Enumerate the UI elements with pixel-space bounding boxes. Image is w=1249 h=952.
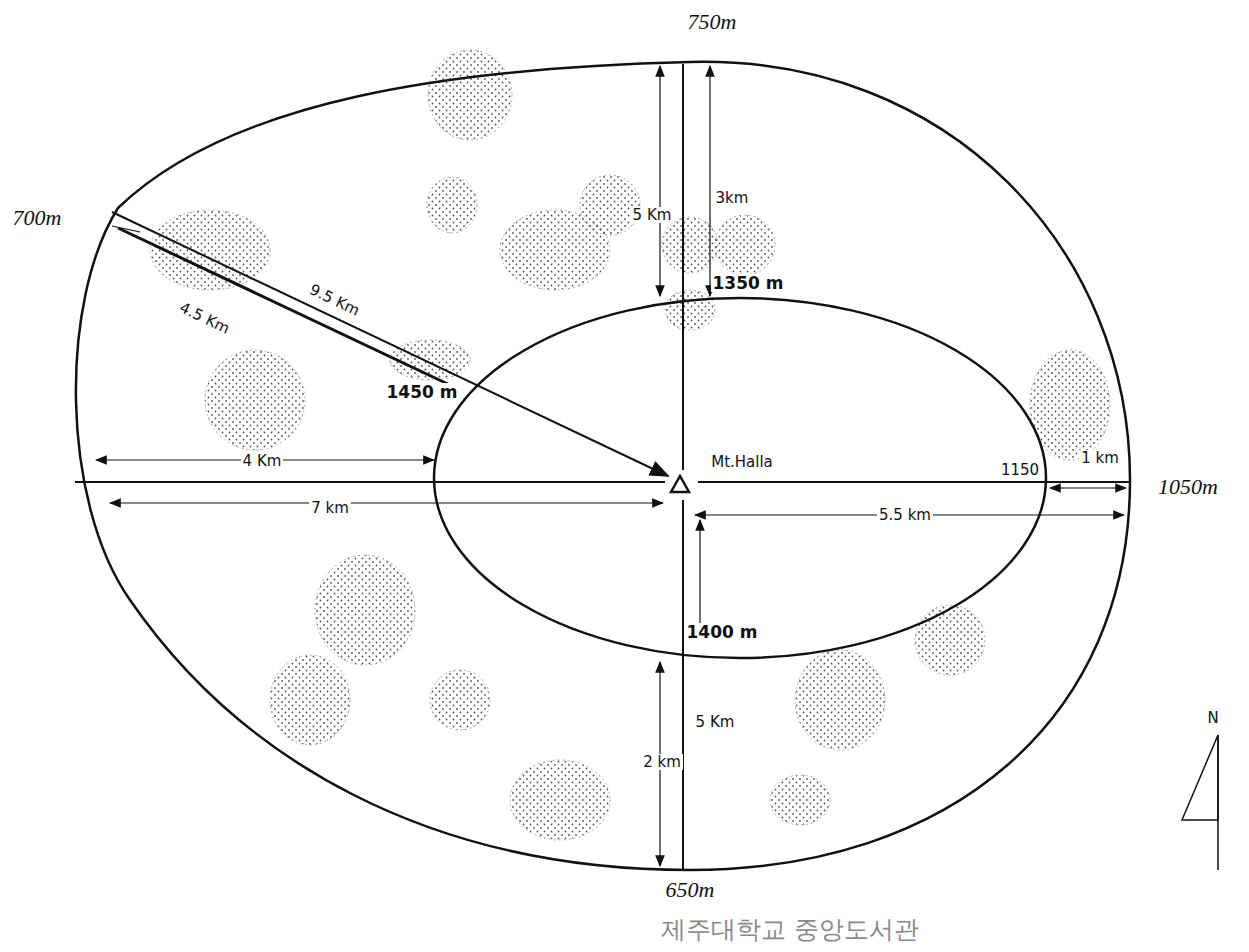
- distance-label: 9.5 Km: [306, 280, 365, 319]
- summit-name: Mt.Halla: [709, 454, 775, 471]
- north-label: N: [1205, 710, 1220, 727]
- summit-symbol: [671, 476, 689, 492]
- elevation-label: 1050m: [1156, 475, 1220, 499]
- elevation-label: 700m: [11, 206, 64, 230]
- dimension-lines: [75, 64, 1130, 870]
- elevation-label: 650m: [664, 878, 717, 902]
- elevation-label: 1350 m: [711, 274, 786, 293]
- distance-label: 3km: [714, 190, 751, 207]
- distance-label: 5 Km: [631, 207, 674, 224]
- distance-label: 1 km: [1079, 450, 1121, 467]
- distance-label: 4.5 Km: [176, 298, 235, 337]
- distance-label: 5.5 km: [877, 507, 933, 524]
- distance-label: 2 km: [641, 754, 683, 771]
- north-arrow: [1182, 735, 1218, 870]
- distance-label: 4 Km: [241, 453, 284, 470]
- elevation-label: 1450 m: [385, 383, 460, 402]
- distance-label: 7 km: [309, 500, 351, 517]
- stipple-patches: [150, 50, 1110, 840]
- watermark: 제주대학교 중앙도서관: [659, 916, 921, 944]
- elevation-label: 1150: [999, 462, 1041, 479]
- elevation-label: 750m: [686, 10, 739, 34]
- inner-boundary: [434, 298, 1046, 658]
- distance-label: 5 Km: [694, 714, 737, 731]
- outer-boundary: [76, 62, 1130, 870]
- elevation-label: 1400 m: [685, 623, 760, 642]
